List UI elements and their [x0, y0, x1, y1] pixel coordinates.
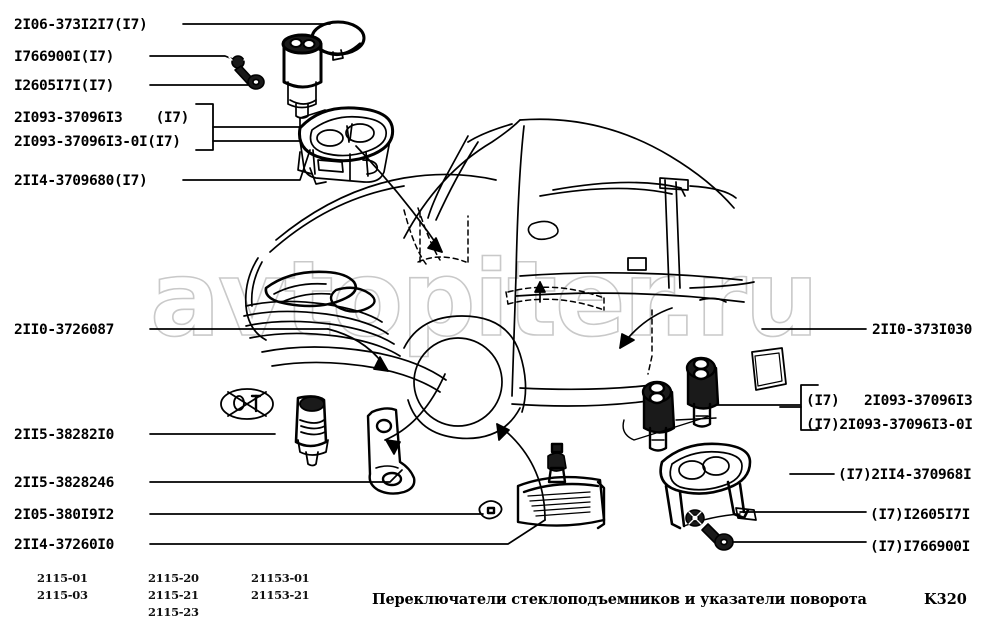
model-code: 2115-21	[148, 588, 199, 602]
part-label-21093-3709613-right: 2I093-37096I3	[864, 393, 973, 409]
part-label-17669001-right: (I7)I766900I	[870, 539, 970, 555]
part-label-17669001: I766900I(I7)	[14, 49, 114, 65]
part-label-12605171: I2605I7I(I7)	[14, 78, 114, 94]
car-body-illustration	[243, 118, 755, 440]
part-label-21093-3709613: 2I093-37096I3 (I7)	[14, 110, 189, 126]
sheet-title: Переключатели стеклоподъемников и указат…	[372, 591, 867, 608]
part-label-2115-3828210: 2II5-38282I0	[14, 427, 114, 443]
model-code: 2115-23	[148, 605, 199, 619]
leader-lines-right	[714, 328, 867, 543]
model-code: 21153-01	[251, 571, 310, 585]
model-code: 21153-21	[251, 588, 310, 602]
part-label-2114-3726010: 2II4-37260I0	[14, 537, 114, 553]
sheet-code: K320	[924, 591, 967, 608]
screw-and-washer-top	[228, 55, 265, 90]
part-label-2114-3709680: 2II4-3709680(I7)	[14, 173, 148, 189]
bracket-right	[779, 384, 819, 431]
part-label-12605171-right: (I7)I2605I7I	[870, 507, 970, 523]
switch-blank-cover	[751, 347, 787, 391]
leader-lines-left	[149, 23, 546, 545]
console-bezel-assembly	[659, 442, 757, 530]
window-switch-pair	[622, 356, 720, 452]
part-label-2110-3731030: 2II0-373I030	[872, 322, 972, 338]
sheet-footer: 2115-01 2115-03 2115-20 2115-21 2115-23 …	[0, 562, 992, 630]
model-code: 2115-01	[37, 571, 88, 585]
variant-tag-17-upper: (I7)	[806, 393, 840, 409]
model-code: 2115-03	[37, 588, 88, 602]
hazard-relay-unit	[220, 388, 329, 467]
model-code: 2115-20	[148, 571, 199, 585]
assembly-arrows	[327, 145, 673, 521]
part-label-2105-3801912: 2I05-380I9I2	[14, 507, 114, 523]
part-label-21093-3709613-01-right: (I7)2I093-37096I3-0I	[806, 417, 973, 433]
side-repeater-lamp	[478, 442, 606, 530]
bracket-left	[195, 103, 301, 151]
part-label-2115-3828246: 2II5-3828246	[14, 475, 114, 491]
part-label-2110-3726087: 2II0-3726087	[14, 322, 114, 338]
dashed-install-callouts	[403, 207, 653, 375]
part-label-2106-3731217: 2I06-373I2I7(I7)	[14, 17, 148, 33]
console-switch-assembly-top	[281, 20, 395, 185]
part-label-2114-3709681: (I7)2II4-370968I	[838, 467, 972, 483]
screw-and-washer-bottom	[685, 509, 734, 551]
part-label-21093-3709613-01: 2I093-37096I3-0I(I7)	[14, 134, 181, 150]
mounting-bracket	[366, 407, 416, 495]
